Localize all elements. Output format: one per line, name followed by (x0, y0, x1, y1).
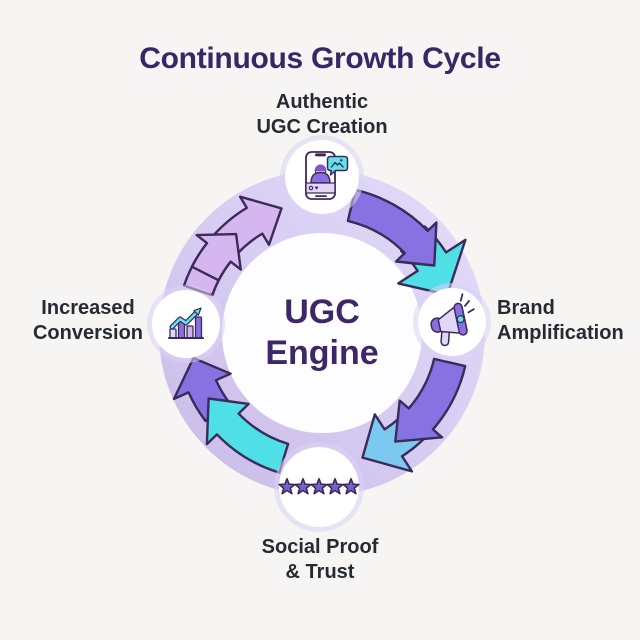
arrow-top-to-right (346, 188, 438, 267)
label-line: Increased (41, 297, 135, 319)
label-line: Authentic (275, 91, 369, 113)
node-top (280, 135, 364, 219)
label-brand-amplification: Brand Amplification (497, 296, 640, 346)
page-title: Continuous Growth Cycle (139, 42, 501, 75)
label-authentic-ugc-creation: Authentic UGC Creation (208, 90, 436, 140)
label-line: & Trust (285, 561, 355, 583)
center-title: UGC Engine (222, 292, 422, 374)
label-line: Social Proof (261, 536, 379, 558)
center-title-line: UGC (284, 293, 360, 331)
sound-lines-icon (459, 293, 475, 314)
label-line: Brand (497, 297, 555, 319)
label-social-proof-trust: Social Proof & Trust (210, 535, 430, 585)
center-title-line: Engine (265, 334, 379, 372)
node-right (413, 283, 491, 361)
smartphone-ugc-icon (305, 151, 349, 200)
label-increased-conversion: Increased Conversion (14, 296, 162, 346)
node-left (147, 285, 225, 363)
label-line: UGC Creation (256, 116, 388, 138)
center-circle (222, 233, 422, 433)
arrow-bottom-to-left (205, 397, 290, 474)
growth-bar-chart-icon (168, 307, 204, 339)
label-line: Conversion (32, 322, 144, 344)
photo-speech-bubble-icon (326, 155, 349, 176)
arrow-right-to-bottom (394, 357, 467, 443)
megaphone-icon (430, 293, 475, 347)
arrow-left-to-top-mid-head (190, 232, 242, 282)
node-bottom (274, 442, 364, 532)
cycle-arrows (172, 188, 467, 474)
label-line: Amplification (497, 322, 624, 344)
